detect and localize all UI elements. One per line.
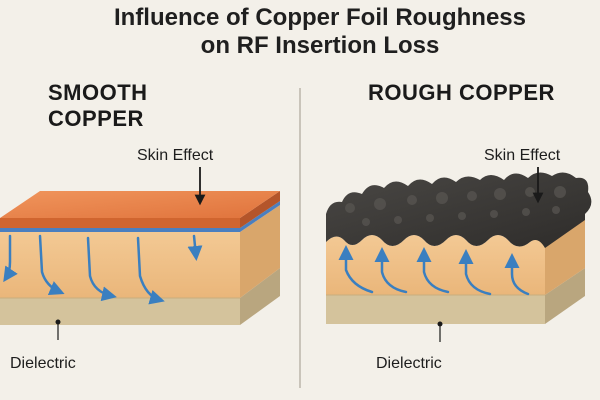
rough-arrow-5 <box>504 253 530 296</box>
diagram-title: Influence of Copper Foil Roughness on RF… <box>0 4 600 60</box>
rough-arrow-1 <box>338 245 374 294</box>
smooth-copper-side <box>240 191 280 228</box>
smooth-prepreg-front <box>0 232 240 298</box>
rough-copper-heading: ROUGH COPPER <box>368 80 555 105</box>
smooth-arrow-1 <box>3 234 18 283</box>
smooth-dielectric-side <box>240 268 280 325</box>
rough-prepreg-side <box>545 215 585 295</box>
smooth-heading-line-2: COPPER <box>48 106 144 131</box>
rough-dielectric-front <box>326 295 545 324</box>
smooth-copper-block <box>0 191 280 325</box>
smooth-arrow-2 <box>38 234 65 295</box>
rough-copper-block <box>326 172 592 324</box>
smooth-heading-line-1: SMOOTH <box>48 80 148 105</box>
rough-copper-top <box>326 172 592 248</box>
smooth-copper-top <box>0 191 280 218</box>
rough-dielectric-label: Dielectric <box>376 355 442 372</box>
rough-skin-effect-label: Skin Effect <box>484 147 561 164</box>
rough-arrow-4 <box>458 249 492 296</box>
smooth-current-arrows <box>3 234 203 305</box>
smooth-copper-front <box>0 218 240 228</box>
smooth-skin-effect-label: Skin Effect <box>137 147 214 164</box>
smooth-interface-line <box>0 201 280 232</box>
rough-dielectric-side <box>545 268 585 324</box>
smooth-dielectric-front <box>0 298 240 325</box>
smooth-arrow-5 <box>187 234 203 261</box>
smooth-arrow-3 <box>86 236 117 302</box>
rough-arrow-3 <box>416 247 450 294</box>
title-line-1: Influence of Copper Foil Roughness <box>113 4 526 31</box>
smooth-dielectric-label: Dielectric <box>10 355 76 372</box>
rough-current-arrows <box>338 245 530 296</box>
smooth-copper-heading: SMOOTH COPPER <box>48 80 148 132</box>
panel-divider <box>299 88 301 388</box>
title-line-2: on RF Insertion Loss <box>200 32 440 59</box>
rough-arrow-2 <box>374 247 408 294</box>
smooth-arrow-4 <box>136 236 165 305</box>
smooth-prepreg-side <box>240 205 280 298</box>
